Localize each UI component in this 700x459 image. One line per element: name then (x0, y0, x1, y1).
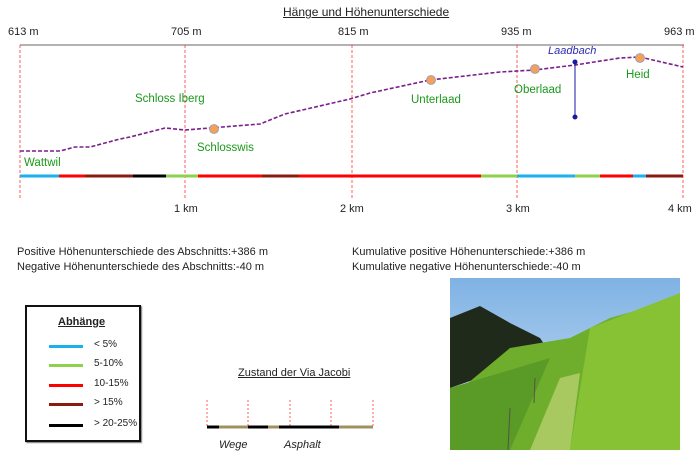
stat-pos-cumulative: Kumulative positive Höhenunterschiede:+3… (352, 246, 586, 258)
distance-label: 2 km (340, 203, 364, 215)
legend-swatch (49, 424, 83, 427)
place-marker-heid (635, 53, 645, 63)
place-label-schloss-iberg: Schloss Iberg (135, 93, 205, 105)
place-label-heid: Heid (626, 69, 650, 81)
place-marker-schlosswis (209, 124, 219, 134)
slope-legend: Abhänge < 5% 5-10% 10-15% > 15% > 20-25% (25, 305, 141, 442)
place-label-schlosswis: Schlosswis (197, 142, 254, 154)
distance-label: 3 km (506, 203, 530, 215)
surface-label-asphalt: Asphalt (284, 439, 321, 451)
laadbach-marker (572, 59, 578, 120)
chart-title: Hänge und Höhenunterschiede (283, 5, 450, 19)
landscape-photo (450, 278, 680, 450)
legend-title: Abhänge (58, 316, 106, 328)
legend-swatch (49, 384, 83, 387)
legend-label: < 5% (94, 339, 118, 350)
legend-label: > 20-25% (94, 418, 138, 429)
legend-swatch (49, 364, 83, 367)
elev-label: 613 m (8, 26, 39, 38)
legend-label: 5-10% (94, 358, 123, 369)
distance-label: 1 km (174, 203, 198, 215)
elev-label: 963 m (664, 26, 695, 38)
legend-swatch (49, 345, 83, 348)
stat-neg-cumulative: Kumulative negative Höhenunterschiede:-4… (352, 261, 581, 273)
place-label-oberlaad: Oberlaad (514, 84, 562, 96)
elev-label: 935 m (501, 26, 532, 38)
stat-neg-section: Negative Höhenunterschiede des Abschnitt… (17, 261, 265, 273)
elev-label: 705 m (171, 26, 202, 38)
legend-label: > 15% (94, 397, 123, 408)
place-label-wattwil: Wattwil (24, 157, 61, 169)
surface-label-wege: Wege (219, 439, 248, 451)
legend-label: 10-15% (94, 378, 129, 389)
surface-bar (206, 400, 374, 429)
place-marker-oberlaad (530, 64, 540, 74)
place-label-laadbach: Laadbach (548, 45, 597, 57)
legend-swatch (49, 403, 83, 406)
surface-title: Zustand der Via Jacobi (238, 367, 351, 379)
distance-label: 4 km (668, 203, 692, 215)
stat-pos-section: Positive Höhenunterschiede des Abschnitt… (17, 246, 269, 258)
meadow-image (450, 293, 680, 450)
elevation-profile-line (20, 56, 684, 152)
elev-label: 815 m (338, 26, 369, 38)
place-label-unterlaad: Unterlaad (411, 94, 461, 106)
place-marker-unterlaad (426, 75, 436, 85)
